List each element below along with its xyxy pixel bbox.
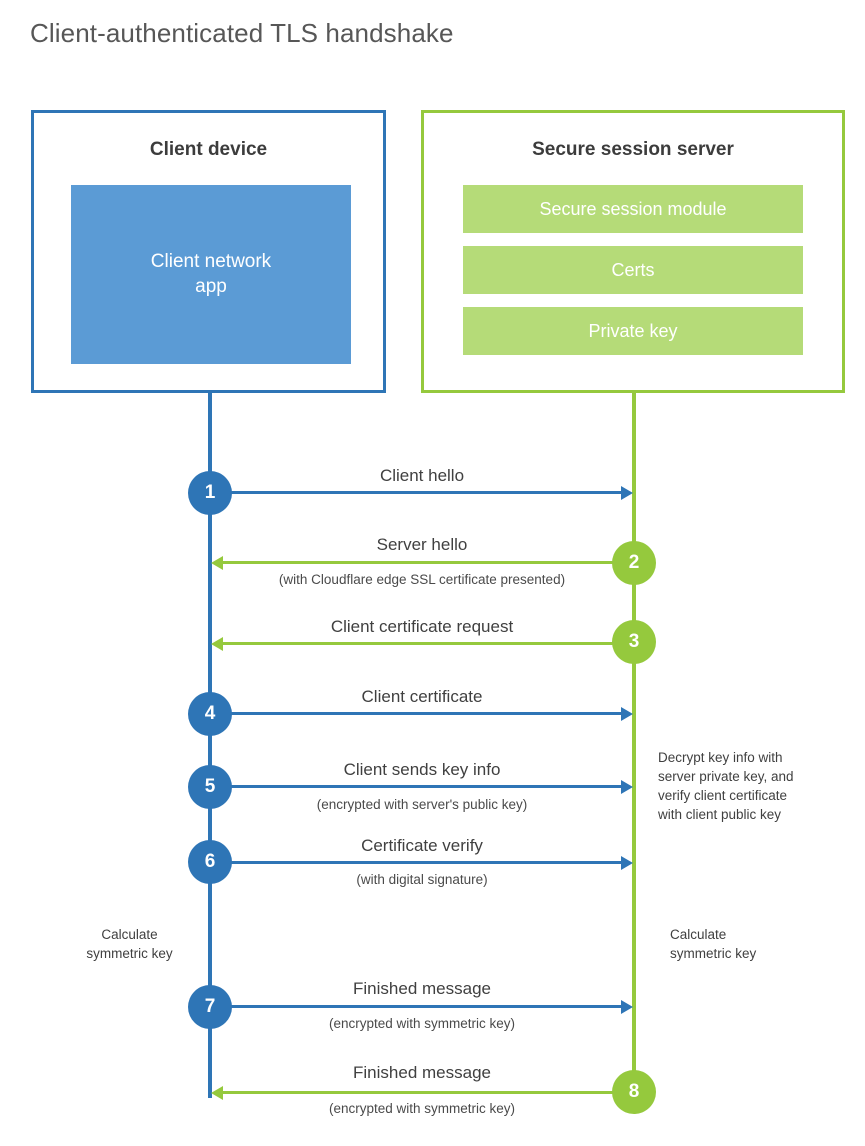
step-1-label: Client hello xyxy=(379,466,465,485)
step-2-circle[interactable]: 2 xyxy=(612,541,656,585)
client-network-app-box: Client network app xyxy=(71,185,351,364)
step-4-label: Client certificate xyxy=(361,687,483,706)
step-1-arrow xyxy=(210,485,633,500)
server-calculate-note-line1: Calculate xyxy=(670,927,727,942)
server-decrypt-note-line1: Decrypt key info with xyxy=(658,750,783,765)
server-component-secure-session-module: Secure session module xyxy=(463,185,803,233)
step-7-label: Finished message xyxy=(353,979,491,998)
step-8-arrow xyxy=(211,1085,634,1100)
client-calculate-note-line1: Calculate xyxy=(101,927,158,942)
step-6-sublabel: (with digital signature) xyxy=(356,872,488,887)
step-7-circle[interactable]: 7 xyxy=(188,985,232,1029)
server-lifeline xyxy=(632,393,636,1092)
server-component-certs: Certs xyxy=(463,246,803,294)
secure-session-server-title: Secure session server xyxy=(532,139,734,160)
step-6-label: Certificate verify xyxy=(361,836,483,855)
server-decrypt-note: Decrypt key info with server private key… xyxy=(658,748,838,825)
client-app-label-line2: app xyxy=(195,275,227,297)
step-2-arrow xyxy=(211,555,634,570)
step-1-circle[interactable]: 1 xyxy=(188,471,232,515)
client-device-box: Client device Client network app xyxy=(31,110,386,393)
server-decrypt-note-line4: with client public key xyxy=(658,807,782,823)
step-5-circle[interactable]: 5 xyxy=(188,765,232,809)
page-title: Client-authenticated TLS handshake xyxy=(30,18,454,48)
server-decrypt-note-line3: verify client certificate xyxy=(658,788,788,804)
step-3-arrow xyxy=(211,636,634,651)
step-5-label: Client sends key info xyxy=(343,760,501,779)
client-device-title: Client device xyxy=(149,139,268,160)
client-calculate-note-line2: symmetric key xyxy=(86,946,173,962)
step-3-label: Client certificate request xyxy=(330,617,514,636)
server-components-list: Secure session module Certs Private key xyxy=(463,185,803,368)
step-4-circle[interactable]: 4 xyxy=(188,692,232,736)
step-4-arrow xyxy=(210,706,633,721)
client-app-label-line1: Client network xyxy=(150,251,272,273)
client-calculate-symmetric-key-note: Calculate symmetric key xyxy=(58,925,201,963)
step-6-circle[interactable]: 6 xyxy=(188,840,232,884)
server-calculate-symmetric-key-note: Calculate symmetric key xyxy=(670,925,830,963)
server-decrypt-note-line2: server private key, and xyxy=(658,769,794,785)
secure-session-server-box: Secure session server Secure session mod… xyxy=(421,110,845,393)
step-2-label: Server hello xyxy=(376,535,468,554)
client-lifeline xyxy=(208,393,212,1098)
step-5-sublabel: (encrypted with server's public key) xyxy=(316,797,528,812)
server-component-private-key: Private key xyxy=(463,307,803,355)
step-6-arrow xyxy=(210,855,633,870)
server-calculate-note-line2: symmetric key xyxy=(670,946,757,962)
step-8-sublabel: (encrypted with symmetric key) xyxy=(328,1101,516,1116)
step-8-circle[interactable]: 8 xyxy=(612,1070,656,1114)
step-2-sublabel: (with Cloudflare edge SSL certificate pr… xyxy=(278,572,566,587)
step-7-arrow xyxy=(210,999,633,1014)
step-7-sublabel: (encrypted with symmetric key) xyxy=(328,1016,516,1031)
step-5-arrow xyxy=(210,779,633,794)
step-3-circle[interactable]: 3 xyxy=(612,620,656,664)
step-8-label: Finished message xyxy=(353,1063,491,1082)
